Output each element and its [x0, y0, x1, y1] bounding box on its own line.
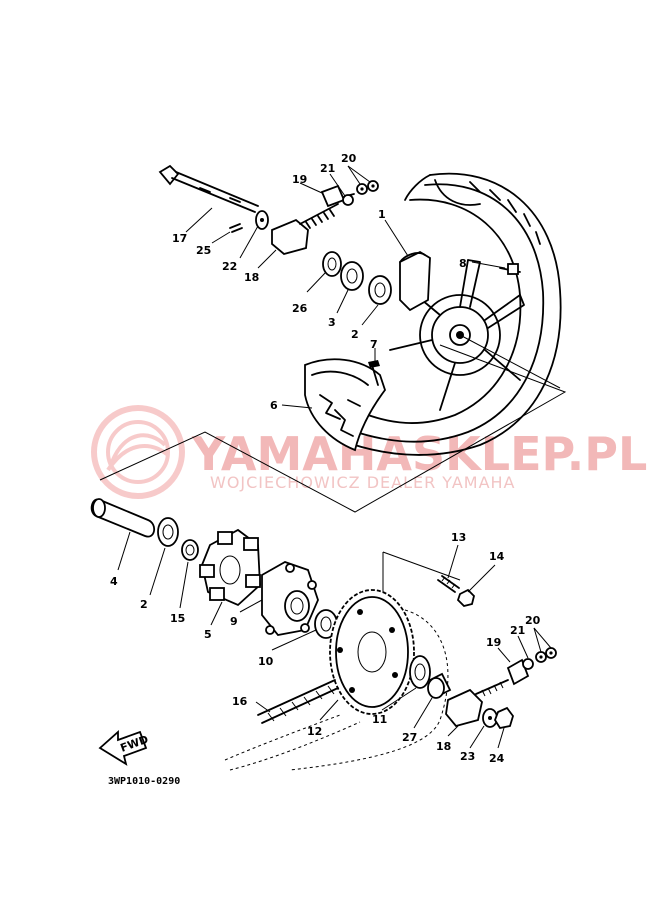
bearing-2-top	[368, 275, 392, 305]
callout-21-lower: 21	[510, 624, 525, 637]
callout-labels: 1 8 7 6 17 25 22 18 26 3 2 19 21 20 4 2 …	[110, 152, 541, 765]
callout-24: 24	[489, 752, 505, 765]
callout-17: 17	[172, 232, 187, 245]
callout-9: 9	[230, 615, 238, 628]
axle-17	[158, 164, 259, 213]
nuts-20-21-top	[342, 180, 379, 206]
stud-bolt-13	[437, 575, 460, 593]
callout-15: 15	[170, 612, 185, 625]
rear-wheel	[304, 172, 562, 456]
callout-20-top: 20	[341, 152, 357, 165]
callout-6: 6	[270, 399, 278, 412]
callout-21-top: 21	[320, 162, 335, 175]
spacer-4	[90, 498, 155, 538]
callout-4: 4	[110, 575, 118, 588]
callout-18-lower: 18	[436, 740, 451, 753]
oil-seal-11	[409, 655, 431, 689]
collar-15	[181, 539, 199, 561]
callout-8: 8	[459, 257, 467, 270]
callout-3: 3	[328, 316, 336, 329]
callout-11: 11	[372, 713, 387, 726]
watermark-brand: YAMAHASKLEP.PL	[191, 427, 647, 481]
callout-20-lower: 20	[525, 614, 541, 627]
callout-1: 1	[378, 208, 386, 221]
cotter-pin-25	[229, 223, 243, 233]
callout-12: 12	[307, 725, 322, 738]
callout-2-top: 2	[351, 328, 359, 341]
nut-14	[456, 588, 475, 607]
callout-19-lower: 19	[486, 636, 501, 649]
washer-23	[482, 708, 498, 728]
chain-adjuster-18-top	[271, 203, 339, 255]
callout-16: 16	[232, 695, 248, 708]
oil-seal-3	[340, 261, 364, 291]
callout-14: 14	[489, 550, 505, 563]
callout-2-lower: 2	[140, 598, 148, 611]
washer-22	[255, 210, 269, 230]
hub-damper-5	[199, 528, 261, 607]
callout-7: 7	[370, 338, 378, 351]
callout-25: 25	[196, 244, 211, 257]
callout-18-top: 18	[244, 271, 259, 284]
drive-chain-16	[224, 609, 449, 771]
callout-5: 5	[204, 628, 212, 641]
nuts-20-21-lower	[522, 647, 557, 670]
collar-26	[322, 251, 342, 277]
callout-22: 22	[222, 260, 237, 273]
sprocket-12	[329, 589, 415, 715]
collar-27	[427, 672, 452, 699]
sprocket-hub-9	[261, 561, 319, 636]
chain-adjuster-18-lower	[445, 679, 509, 728]
callout-26: 26	[292, 302, 308, 315]
fwd-arrow-icon: FWD	[98, 729, 150, 766]
diagram-code: 3WP1010-0290	[108, 776, 180, 787]
nut-24	[494, 706, 514, 730]
watermark-tagline: WOJCIECHOWICZ DEALER YAMAHA	[210, 473, 516, 492]
watermark: YAMAHASKLEP.PL WOJCIECHOWICZ DEALER YAMA…	[91, 405, 647, 499]
bearing-2-lower	[157, 517, 179, 547]
callout-23: 23	[460, 750, 475, 763]
callout-19-top: 19	[292, 173, 307, 186]
callout-27: 27	[402, 731, 417, 744]
watermark-logo-icon	[91, 405, 185, 499]
callout-13: 13	[451, 531, 466, 544]
leader-lines	[117, 165, 552, 749]
callout-10: 10	[258, 655, 274, 668]
